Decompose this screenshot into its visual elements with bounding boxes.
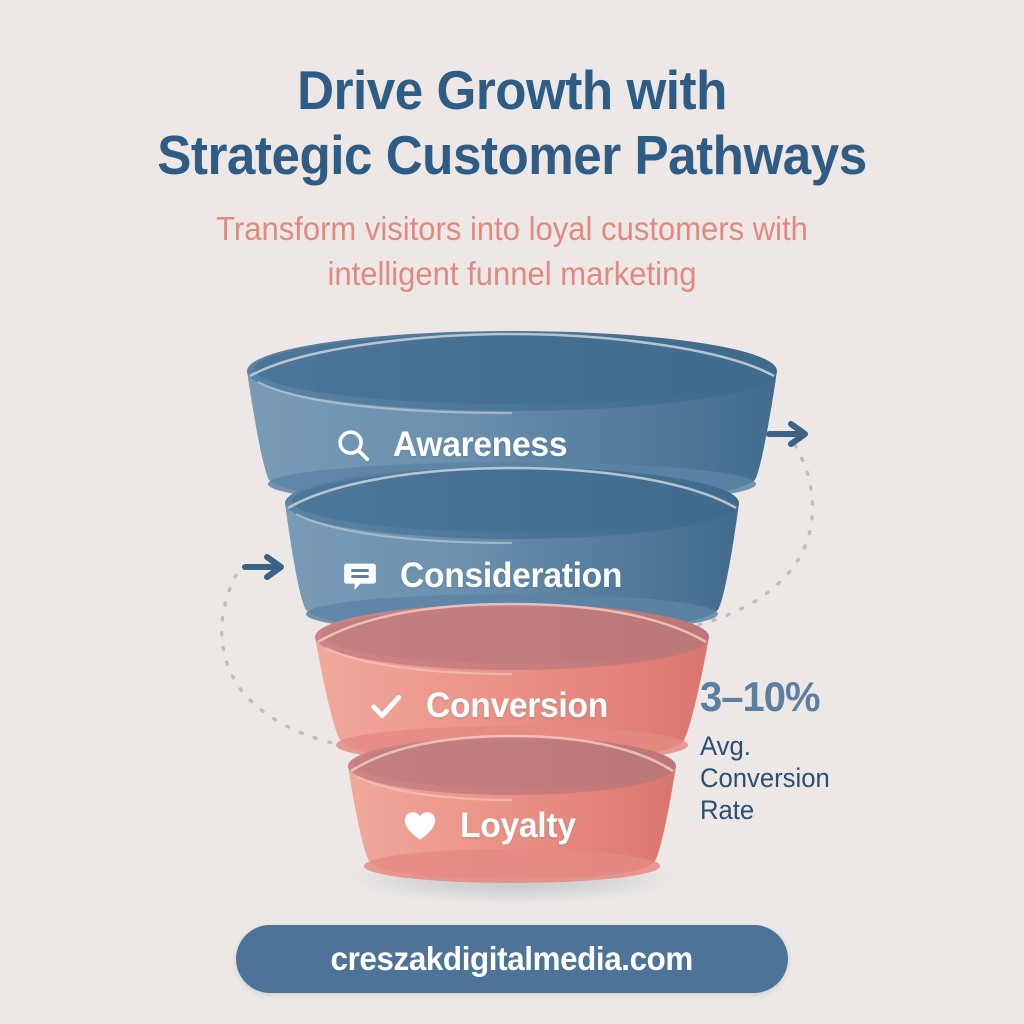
stat-caption-line-1: Avg. xyxy=(700,731,751,761)
subtitle-line-2: intelligent funnel marketing xyxy=(327,255,697,293)
stat-caption-line-3: Rate xyxy=(700,794,755,825)
flow-arrow-right-icon xyxy=(766,421,808,447)
website-url-pill[interactable]: creszakdigitalmedia.com xyxy=(236,925,788,993)
stat-callout: 3–10% Avg. Conversion Rate xyxy=(700,676,890,827)
website-url-text: creszakdigitalmedia.com xyxy=(330,940,694,977)
title-line-1: Drive Growth with xyxy=(297,59,727,121)
stat-caption-line-2: Conversion xyxy=(700,762,830,793)
funnel-stage-loyalty[interactable] xyxy=(348,734,676,883)
title-line-2: Strategic Customer Pathways xyxy=(157,123,867,186)
stat-value: 3–10% xyxy=(700,673,820,720)
dashed-path-right xyxy=(684,443,815,630)
page-subtitle: Transform visitors into loyal customers … xyxy=(31,206,994,297)
header-block: Drive Growth with Strategic Customer Pat… xyxy=(0,58,1024,297)
subtitle-line-1: Transform visitors into loyal customers … xyxy=(216,209,808,247)
page-title: Drive Growth with Strategic Customer Pat… xyxy=(36,58,988,188)
stat-caption: Avg. Conversion Rate xyxy=(700,731,881,827)
flow-arrow-left-icon xyxy=(242,554,284,580)
